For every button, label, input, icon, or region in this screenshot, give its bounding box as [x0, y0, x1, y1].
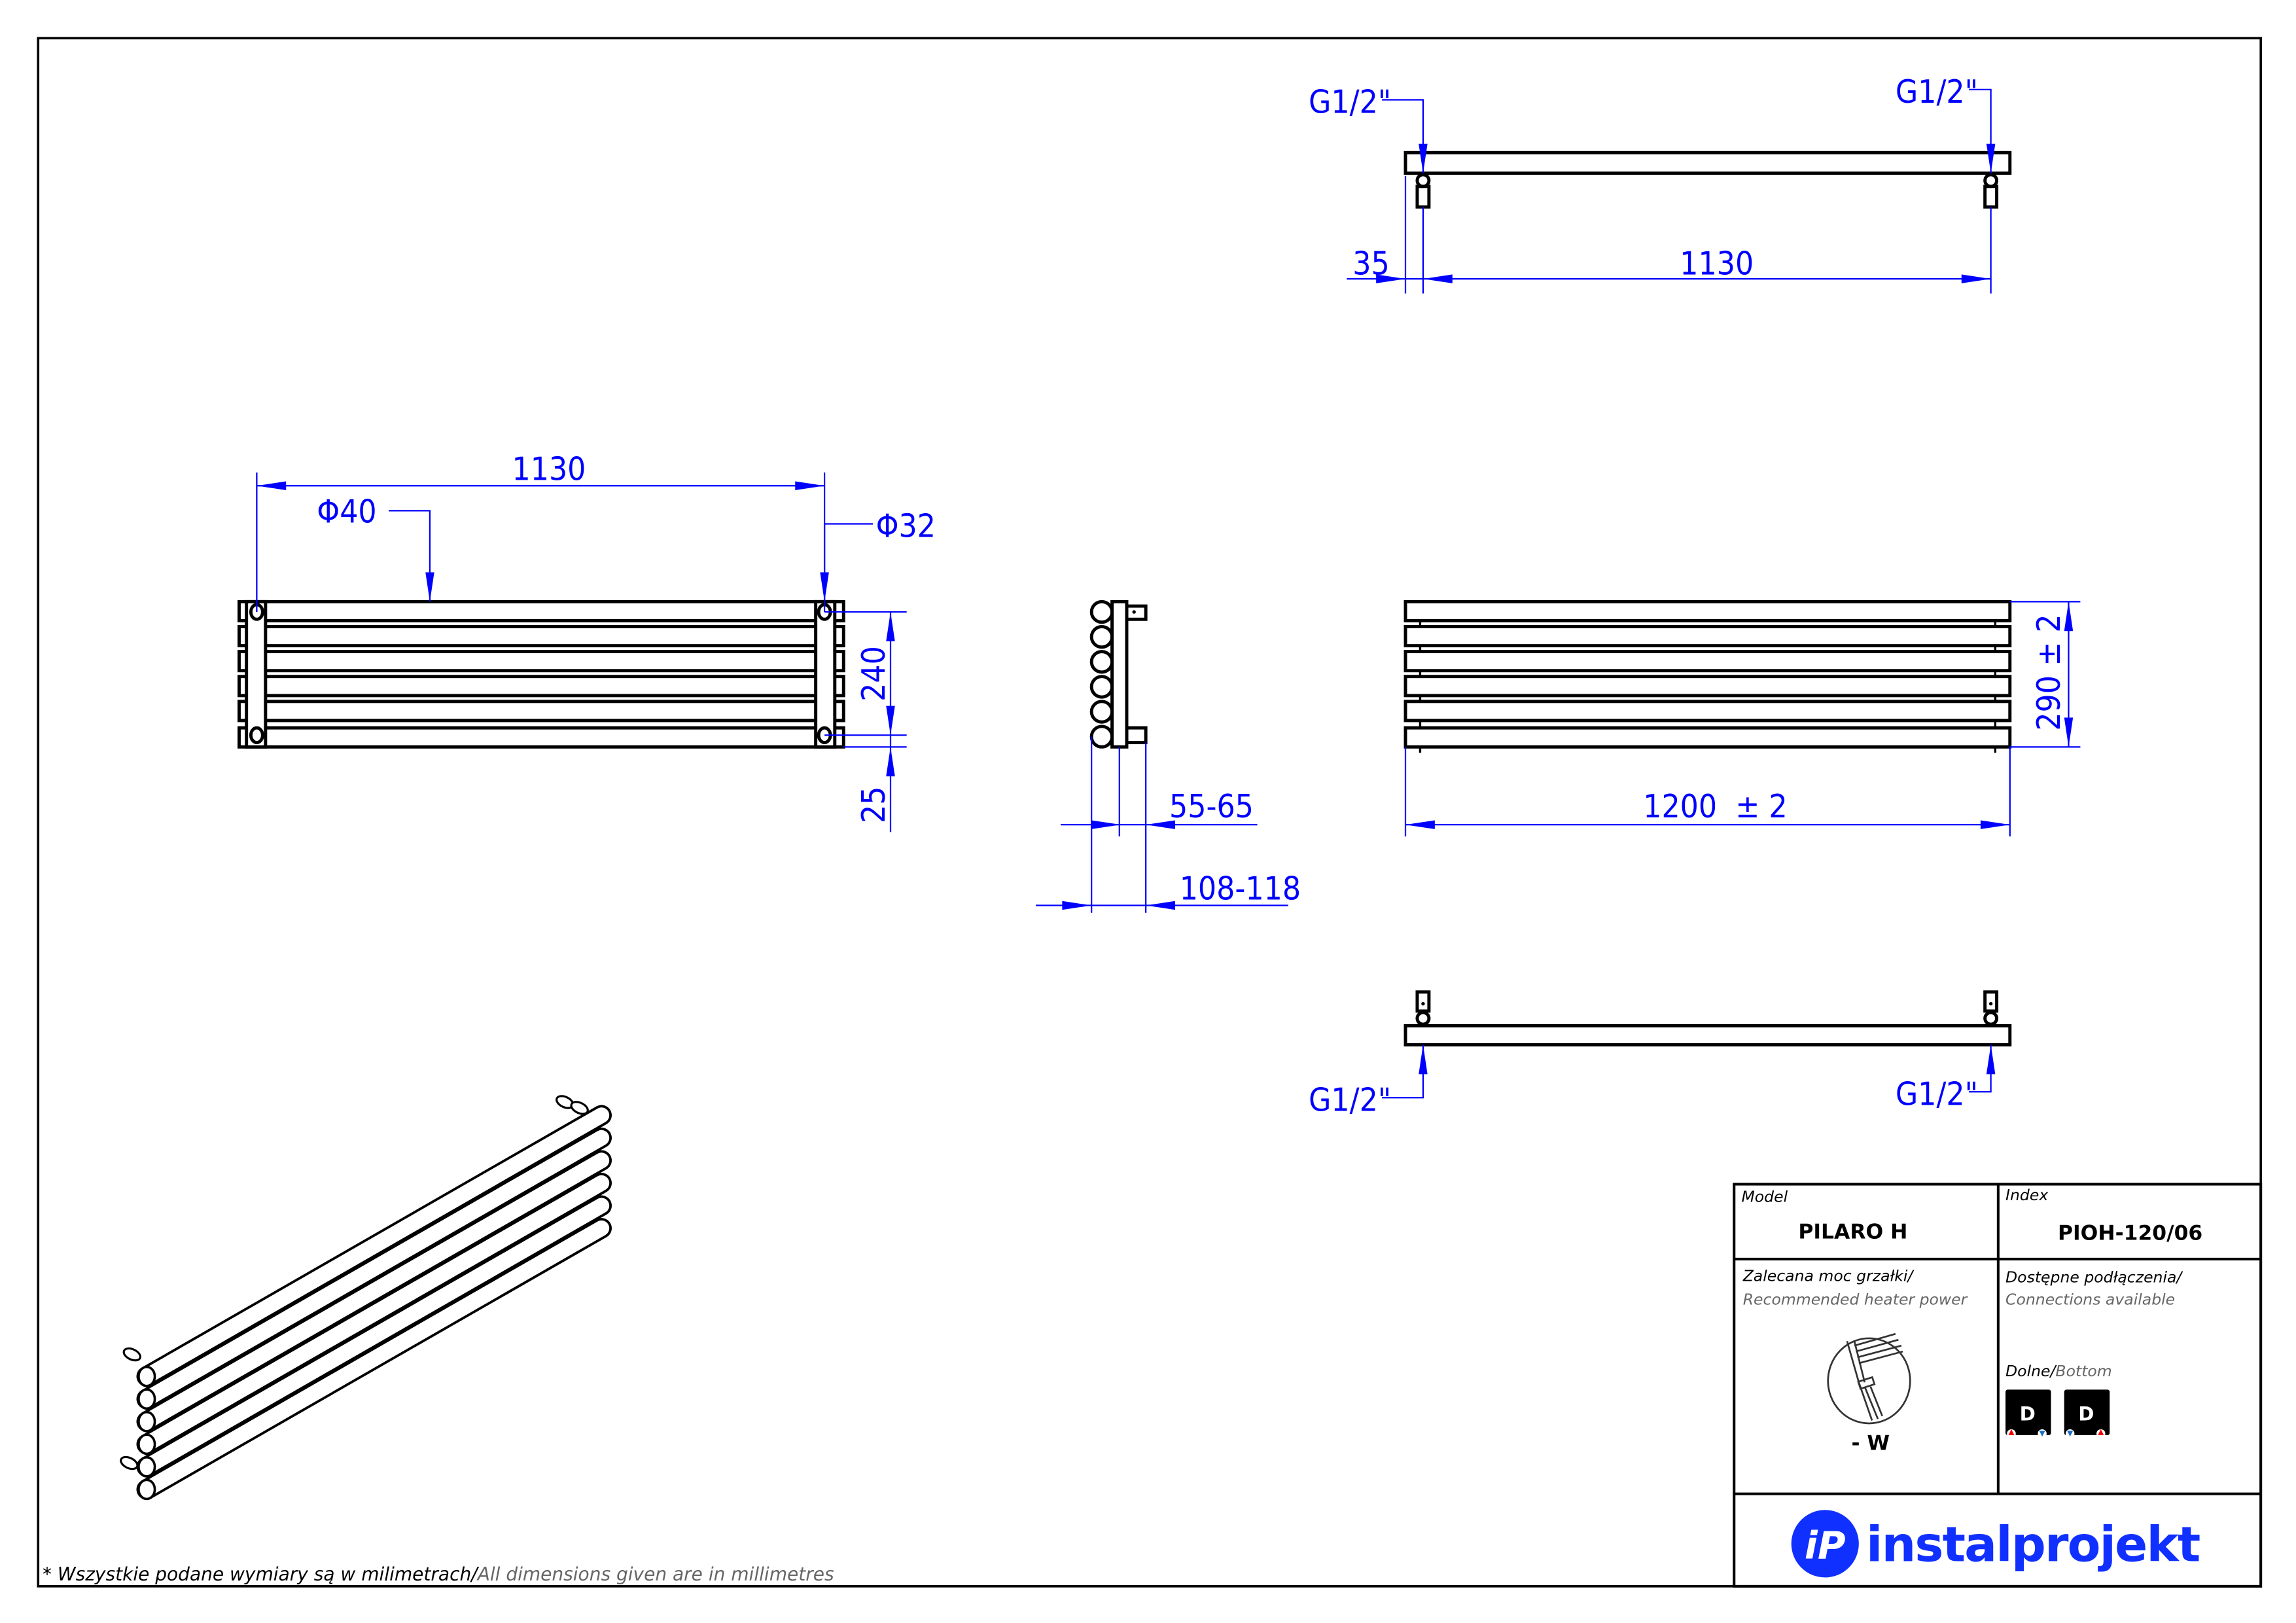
tube — [1404, 726, 2012, 749]
tube — [136, 1173, 612, 1455]
title-block: Model PILARO H Index PIOH-120/06 Zalecan… — [1733, 1183, 2263, 1588]
index-value: PIOH-120/06 — [2058, 1222, 2202, 1245]
tube — [1404, 700, 2012, 722]
tube — [136, 1150, 612, 1433]
tube — [238, 726, 845, 749]
tube-section — [1089, 599, 1114, 624]
front-view: 1130 Φ40 Φ32 240 25 — [238, 450, 936, 832]
tube — [238, 675, 845, 698]
tube-section — [1089, 724, 1114, 749]
front-spacing-dim: 1130 — [512, 450, 586, 488]
tube-section — [1089, 700, 1114, 724]
bottom-label-pl: Dolne/ — [2005, 1362, 2057, 1380]
bottom-label-en: Bottom — [2055, 1362, 2111, 1380]
bottom-offset-dim: 25 — [855, 786, 892, 823]
tube-diameter-dim: Φ40 — [317, 492, 376, 530]
tube — [238, 650, 845, 673]
model-value: PILARO H — [1798, 1220, 1907, 1243]
tube — [1404, 675, 2012, 698]
front-view-right: 290 ± 2 1200 ± 2 — [1404, 599, 2081, 837]
svg-text:Dolne/Bottom: Dolne/Bottom — [2005, 1362, 2112, 1380]
tube-section — [1089, 625, 1114, 649]
connection-badge-1: D — [2005, 1389, 2051, 1438]
top-spacing-dim: 1130 — [1680, 244, 1754, 282]
side-view: 55-65 108-118 — [1035, 599, 1301, 913]
top-conn-right-label: G1/2" — [1896, 73, 1978, 111]
connections-label-pl: Dostępne podłączenia/ — [2005, 1268, 2183, 1287]
tube — [1404, 650, 2012, 673]
top-conn-left-label: G1/2" — [1309, 83, 1391, 121]
svg-text:iP: iP — [1805, 1523, 1846, 1567]
top-offset-dim: 35 — [1352, 244, 1389, 282]
connections-label-en: Connections available — [2005, 1290, 2175, 1308]
svg-text:* Wszystkie podane wymiary są: * Wszystkie podane wymiary są w milimetr… — [43, 1563, 834, 1585]
tube — [238, 599, 845, 622]
tube-section — [1089, 675, 1114, 699]
instalprojekt-logo: iP instalprojekt — [1791, 1510, 2200, 1578]
tube — [238, 625, 845, 648]
top-view: G1/2" G1/2" 35 1130 — [1309, 73, 2012, 294]
tube — [1404, 599, 2012, 622]
model-label: Model — [1741, 1187, 1788, 1205]
index-label: Index — [2005, 1186, 2049, 1204]
tube-section — [1089, 650, 1114, 674]
width-dim: 1200 ± 2 — [1643, 787, 1788, 825]
tube — [136, 1127, 612, 1410]
badge-letter: D — [2078, 1403, 2094, 1425]
collector-diameter-dim: Φ32 — [876, 507, 936, 545]
drawing-frame — [37, 37, 2262, 1588]
footnote-pl: * Wszystkie podane wymiary są w milimetr… — [43, 1563, 479, 1585]
heater-label-pl: Zalecana moc grzałki/ — [1742, 1266, 1915, 1285]
depth-large-dim: 108-118 — [1180, 870, 1301, 908]
badge-letter: D — [2020, 1403, 2036, 1425]
bottom-view: G1/2" G1/2" — [1309, 990, 2012, 1118]
heater-label-en: Recommended heater power — [1743, 1290, 1968, 1308]
heater-icon — [1827, 1332, 1911, 1425]
bottom-conn-right-label: G1/2" — [1896, 1075, 1978, 1113]
depth-small-dim: 55-65 — [1169, 787, 1254, 825]
footnote-en: All dimensions given are in millimetres — [476, 1563, 834, 1585]
tube — [136, 1195, 612, 1478]
heater-value: - W — [1851, 1431, 1890, 1455]
bottom-conn-left-label: G1/2" — [1309, 1080, 1391, 1118]
height-dim: 290 ± 2 — [2030, 614, 2068, 730]
tube — [1404, 625, 2012, 648]
connection-badge-2: D — [2064, 1389, 2110, 1438]
logo-text: instalprojekt — [1866, 1517, 2200, 1573]
height-spacing-dim: 240 — [855, 646, 892, 702]
tube — [238, 700, 845, 722]
tube — [136, 1218, 612, 1501]
isometric-view — [120, 1095, 612, 1501]
tube — [136, 1105, 612, 1387]
